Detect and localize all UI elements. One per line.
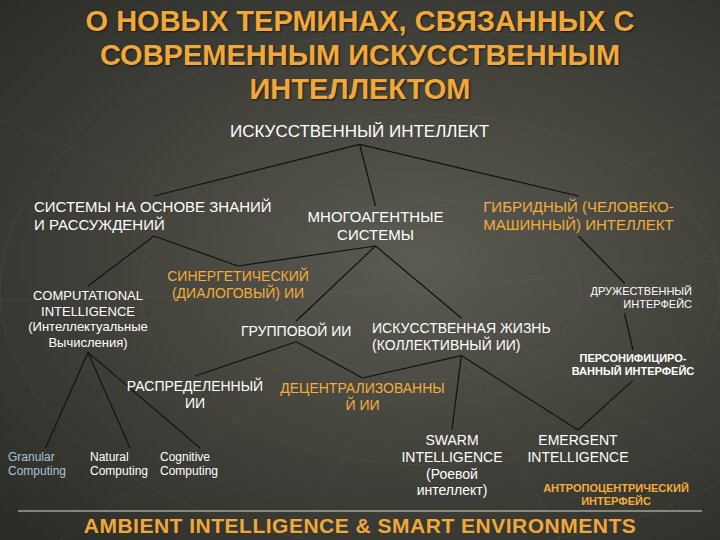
connector-line	[363, 356, 462, 378]
term-node: SWARM INTELLIGENCE(Роевой интеллект)	[392, 432, 512, 499]
connector-line	[88, 236, 154, 286]
connector-line	[154, 144, 360, 196]
term-text: ДРУЖЕСТВЕННЫЙ ИНТЕРФЕЙС	[557, 285, 692, 311]
term-node: ГРУППОВОЙ ИИ	[241, 323, 351, 340]
term-text: СИСТЕМЫ НА ОСНОВЕ ЗНАНИЙ И РАССУЖДЕНИЙ	[34, 198, 274, 234]
connector-line	[88, 352, 200, 448]
term-node: РАСПРЕДЕЛЕННЫЙ ИИ	[120, 378, 270, 412]
footer-rule	[18, 511, 702, 512]
connector-line	[461, 356, 578, 430]
term-text: Natural Computing	[90, 450, 170, 479]
term-text: ГИБРИДНЫЙ (ЧЕЛОВЕКО-МАШИННЫЙ) ИНТЕЛЛЕКТ	[476, 198, 681, 234]
term-text: ДЕЦЕНТРАЛИЗОВАННЫ Й ИИ	[275, 380, 450, 414]
connector-line	[296, 342, 362, 378]
term-text: Granular Computing	[8, 450, 83, 479]
term-text: (Интеллектуальные Вычисления)	[13, 319, 163, 350]
connector-line	[452, 356, 461, 430]
term-text: (Роевой интеллект)	[392, 466, 512, 500]
connector-line	[195, 342, 296, 376]
term-text: SWARM INTELLIGENCE	[392, 432, 512, 466]
term-node: EMERGENT INTELLIGENCE	[518, 432, 638, 466]
term-node: ИСКУССТВЕННАЯ ЖИЗНЬ(КОЛЛЕКТИВНЫЙ ИИ)	[372, 320, 551, 354]
connector-line	[46, 352, 89, 448]
term-node: ИСКУССТВЕННЫЙ ИНТЕЛЛЕКТ	[230, 122, 489, 142]
connector-line	[579, 236, 625, 283]
term-text: ИСКУССТВЕННЫЙ ИНТЕЛЛЕКТ	[230, 122, 489, 142]
connector-line	[376, 246, 462, 318]
connector-line	[360, 144, 376, 206]
term-node: АНТРОПОЦЕНТРИЧЕСКИЙ ИНТЕРФЕЙС	[516, 482, 716, 508]
connector-line	[88, 352, 130, 448]
connector-line	[578, 380, 633, 430]
term-node: Cognitive Computing	[160, 450, 240, 479]
connector-line	[154, 236, 238, 266]
term-text: EMERGENT INTELLIGENCE	[518, 432, 638, 466]
term-node: СИСТЕМЫ НА ОСНОВЕ ЗНАНИЙ И РАССУЖДЕНИЙ	[34, 198, 274, 234]
term-node: СИНЕРГЕТИЧЕСКИЙ (ДИАЛОГОВЫЙ) ИИ	[154, 268, 322, 302]
term-node: ГИБРИДНЫЙ (ЧЕЛОВЕКО-МАШИННЫЙ) ИНТЕЛЛЕКТ	[476, 198, 681, 234]
term-text: Cognitive Computing	[160, 450, 240, 479]
connector-line	[625, 313, 634, 350]
term-text: РАСПРЕДЕЛЕННЫЙ ИИ	[120, 378, 270, 412]
term-text: ГРУППОВОЙ ИИ	[241, 323, 351, 340]
term-text: (КОЛЛЕКТИВНЫЙ ИИ)	[372, 337, 551, 354]
term-text: COMPUTATIONAL INTELLIGENCE	[13, 288, 163, 319]
term-text: СИНЕРГЕТИЧЕСКИЙ (ДИАЛОГОВЫЙ) ИИ	[154, 268, 322, 302]
term-text: ИСКУССТВЕННАЯ ЖИЗНЬ	[372, 320, 551, 337]
connector-line	[360, 144, 579, 196]
footer-text: AMBIENT INTELLIGENCE & SMART ENVIRONMENT…	[0, 514, 720, 538]
term-text: ПЕРСОНИФИЦИРО- ВАННЫЙ ИНТЕРФЕЙС	[558, 352, 708, 378]
term-node: COMPUTATIONAL INTELLIGENCE(Интеллектуаль…	[13, 288, 163, 350]
term-text: АНТРОПОЦЕНТРИЧЕСКИЙ ИНТЕРФЕЙС	[516, 482, 716, 508]
slide-title: О НОВЫХ ТЕРМИНАХ, СВЯЗАННЫХ С СОВРЕМЕННЫ…	[20, 4, 700, 106]
term-node: ДРУЖЕСТВЕННЫЙ ИНТЕРФЕЙС	[557, 285, 692, 311]
term-node: ДЕЦЕНТРАЛИЗОВАННЫ Й ИИ	[275, 380, 450, 414]
connector-line	[238, 246, 376, 266]
term-node: Granular Computing	[8, 450, 83, 479]
term-node: Natural Computing	[90, 450, 170, 479]
term-text: МНОГОАГЕНТНЫЕ СИСТЕМЫ	[288, 208, 463, 244]
term-node: МНОГОАГЕНТНЫЕ СИСТЕМЫ	[288, 208, 463, 244]
term-node: ПЕРСОНИФИЦИРО- ВАННЫЙ ИНТЕРФЕЙС	[558, 352, 708, 378]
